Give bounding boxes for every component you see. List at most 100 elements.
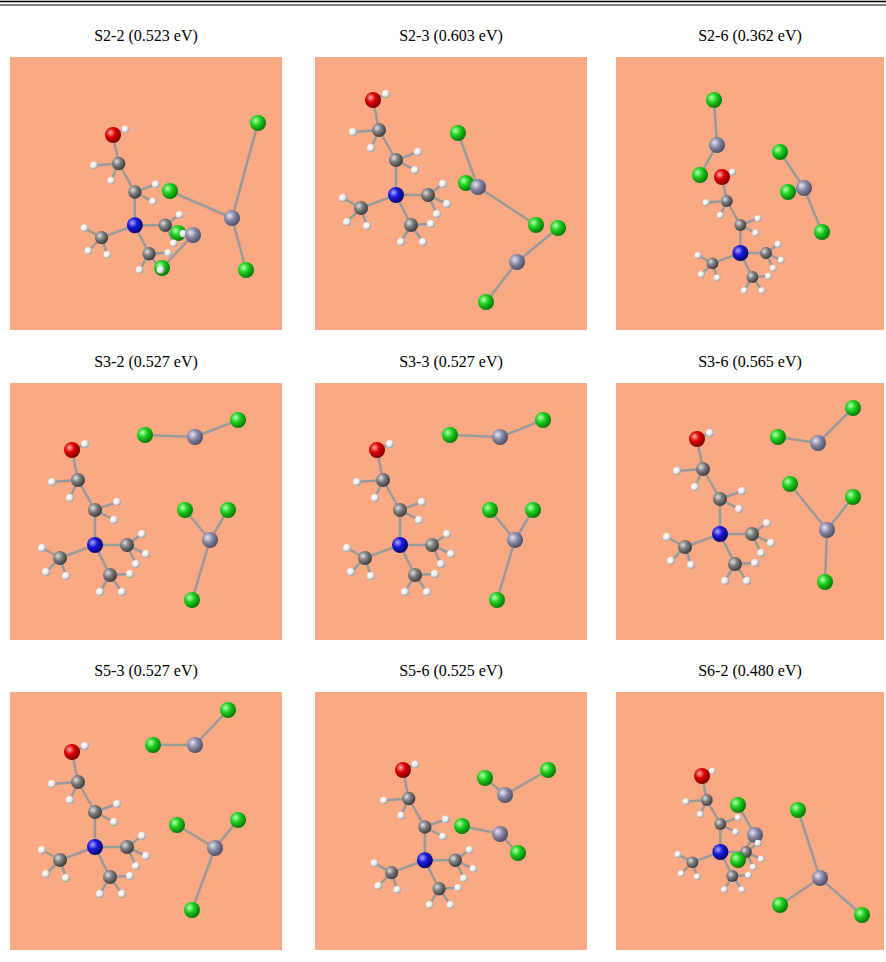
- atom-sphere: [497, 787, 513, 803]
- atom-sphere: [392, 537, 408, 553]
- atom-sphere: [757, 549, 765, 557]
- atom-sphere: [433, 210, 441, 218]
- atom-sphere: [528, 217, 544, 233]
- atom-sphere: [470, 865, 478, 873]
- atom-sphere: [854, 907, 870, 923]
- atom-sphere: [712, 526, 728, 542]
- atom-sphere: [343, 544, 351, 552]
- atom-sphere: [53, 551, 67, 565]
- atom-sphere: [349, 128, 357, 136]
- panel-title: S5-3 (0.527 eV): [0, 662, 302, 680]
- atom-sphere: [694, 873, 701, 880]
- atom-sphere: [159, 219, 172, 232]
- atom-sphere: [732, 245, 748, 261]
- atom-sphere: [185, 227, 201, 243]
- atom-sphere: [412, 761, 420, 769]
- atom-sphere: [397, 812, 405, 820]
- atom-sphere: [132, 862, 140, 870]
- atom-sphere: [138, 832, 146, 840]
- atom-sphere: [176, 211, 184, 219]
- atom-sphere: [750, 864, 757, 871]
- atom-sphere: [741, 287, 748, 294]
- atom-sphere: [38, 846, 46, 854]
- top-rule: [0, 1, 886, 3]
- atom-sphere: [706, 257, 718, 269]
- atom-sphere: [408, 568, 422, 582]
- molecule-illustration: [616, 383, 884, 640]
- atom-sphere: [437, 560, 445, 568]
- atom-sphere: [220, 702, 236, 718]
- atom-sphere: [354, 201, 368, 215]
- atom-sphere: [778, 257, 785, 264]
- bond-line: [790, 484, 827, 530]
- atom-sphere: [743, 577, 751, 585]
- molecule-illustration: [10, 57, 282, 330]
- atom-sphere: [415, 516, 423, 524]
- atom-sphere: [419, 238, 427, 246]
- atom-sphere: [353, 478, 361, 486]
- atom-sphere: [142, 550, 150, 558]
- atom-sphere: [157, 266, 165, 274]
- atom-sphere: [507, 532, 523, 548]
- atom-sphere: [721, 577, 729, 585]
- atom-sphere: [90, 162, 98, 170]
- atom-sphere: [389, 153, 403, 167]
- atom-sphere: [365, 92, 381, 108]
- atom-sphere: [126, 872, 134, 880]
- atom-sphere: [492, 826, 508, 842]
- atom-sphere: [64, 744, 80, 760]
- atom-sphere: [417, 852, 433, 868]
- bond-line: [170, 191, 232, 218]
- atom-sphere: [393, 503, 407, 517]
- atom-sphere: [442, 816, 450, 824]
- atom-sphere: [535, 412, 551, 428]
- atom-sphere: [470, 179, 486, 195]
- atom-sphere: [118, 588, 126, 596]
- atom-sphere: [763, 519, 771, 527]
- atom-sphere: [775, 241, 782, 248]
- atom-sphere: [427, 220, 435, 228]
- atom-sphere: [698, 271, 705, 278]
- atom-sphere: [714, 274, 721, 281]
- atom-sphere: [714, 818, 726, 830]
- atom-sphere: [142, 852, 150, 860]
- atom-sphere: [812, 870, 828, 886]
- atom-sphere: [367, 144, 375, 152]
- atom-sphere: [127, 217, 143, 233]
- atom-sphere: [187, 429, 203, 445]
- atom-sphere: [466, 846, 474, 854]
- atom-sphere: [714, 169, 730, 185]
- atom-sphere: [363, 222, 371, 230]
- atom-sphere: [482, 502, 498, 518]
- atom-sphere: [88, 503, 102, 517]
- atom-sphere: [689, 431, 705, 447]
- atom-sphere: [414, 148, 422, 156]
- atom-sphere: [447, 550, 455, 558]
- atom-sphere: [404, 218, 418, 232]
- atom-sphere: [112, 157, 125, 170]
- atom-sphere: [87, 839, 103, 855]
- atom-sphere: [110, 516, 118, 524]
- atom-sphere: [120, 840, 134, 854]
- atom-sphere: [739, 886, 746, 893]
- bond-line: [192, 540, 210, 600]
- atom-sphere: [347, 568, 355, 576]
- atom-sphere: [814, 224, 830, 240]
- atom-sphere: [540, 762, 556, 778]
- atom-sphere: [772, 897, 788, 913]
- atom-sphere: [388, 187, 404, 203]
- bond-line: [497, 540, 515, 600]
- atom-sphere: [64, 442, 80, 458]
- atom-sphere: [845, 400, 861, 416]
- atom-sphere: [717, 212, 724, 219]
- atom-sphere: [113, 800, 121, 808]
- atom-sphere: [758, 856, 765, 863]
- atom-sphere: [477, 770, 493, 786]
- atom-sphere: [38, 544, 46, 552]
- atom-sphere: [745, 872, 752, 879]
- atom-sphere: [164, 249, 172, 257]
- atom-sphere: [489, 592, 505, 608]
- atom-sphere: [772, 144, 788, 160]
- panel-title: S3-3 (0.527 eV): [295, 353, 607, 371]
- atom-sphere: [138, 530, 146, 538]
